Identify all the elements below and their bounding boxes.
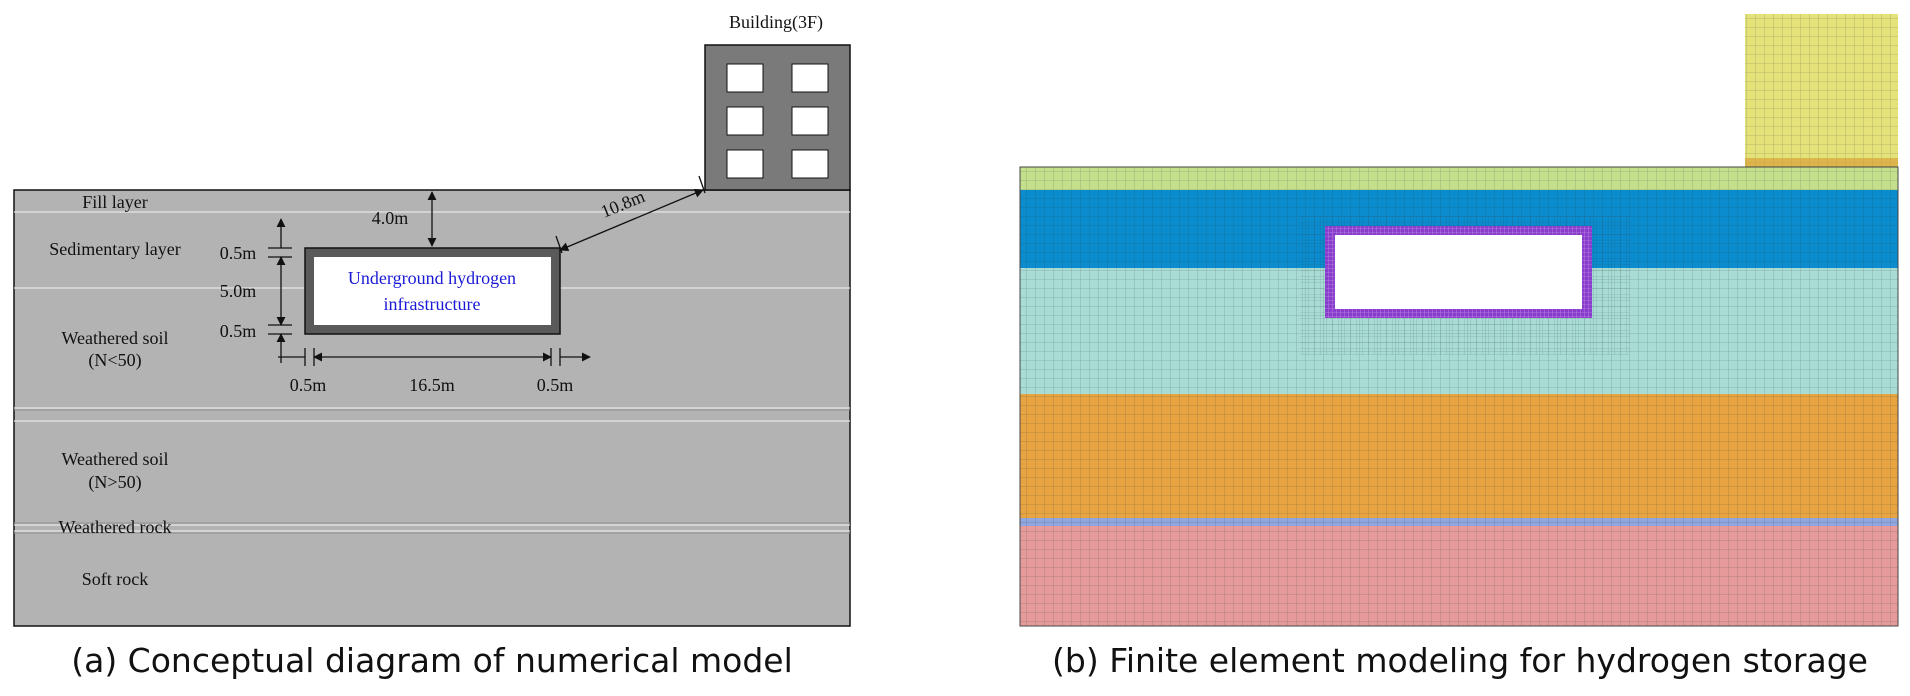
dim-wall-left: 0.5m: [290, 375, 327, 395]
hydrogen-structure-cavity: [314, 257, 551, 325]
layer-label-weathered-rock: Weathered rock: [59, 517, 172, 537]
building-label: Building(3F): [729, 12, 823, 33]
layer-label-weathered-soil-1: Weathered soil: [61, 328, 168, 348]
dim-height: 5.0m: [220, 281, 257, 301]
layer-label-fill: Fill layer: [82, 192, 148, 212]
layer-boundaries: [14, 211, 850, 532]
panel-a-conceptual-diagram: Building(3F) Underground hydrogen infras…: [13, 12, 851, 680]
structure-label-line1: Underground hydrogen: [348, 268, 516, 288]
building-3f: [704, 44, 851, 191]
caption-b: (b) Finite element modeling for hydrogen…: [1052, 641, 1868, 680]
fe-structure-cavity: [1335, 235, 1582, 309]
dim-wall-top: 0.5m: [220, 243, 257, 263]
window: [791, 63, 829, 93]
layer-label-sedimentary: Sedimentary layer: [49, 239, 180, 259]
window: [791, 149, 829, 179]
layer-label-weathered-soil-2-n: (N>50): [88, 472, 141, 493]
dim-cover: 4.0m: [372, 208, 409, 228]
layer-label-weathered-soil-1-n: (N<50): [88, 350, 141, 371]
dim-wall-bottom: 0.5m: [220, 321, 257, 341]
window: [726, 106, 764, 136]
window: [791, 106, 829, 136]
dim-wall-right: 0.5m: [537, 375, 574, 395]
layer-label-soft-rock: Soft rock: [82, 569, 149, 589]
window: [726, 63, 764, 93]
layer-label-weathered-soil-2: Weathered soil: [61, 449, 168, 469]
dim-width: 16.5m: [409, 375, 455, 395]
window: [726, 149, 764, 179]
panel-b-fe-model: (b) Finite element modeling for hydrogen…: [1019, 14, 1899, 680]
caption-a: (a) Conceptual diagram of numerical mode…: [71, 641, 793, 680]
dimension-lines: [268, 175, 706, 366]
structure-label-line2: infrastructure: [384, 294, 481, 314]
